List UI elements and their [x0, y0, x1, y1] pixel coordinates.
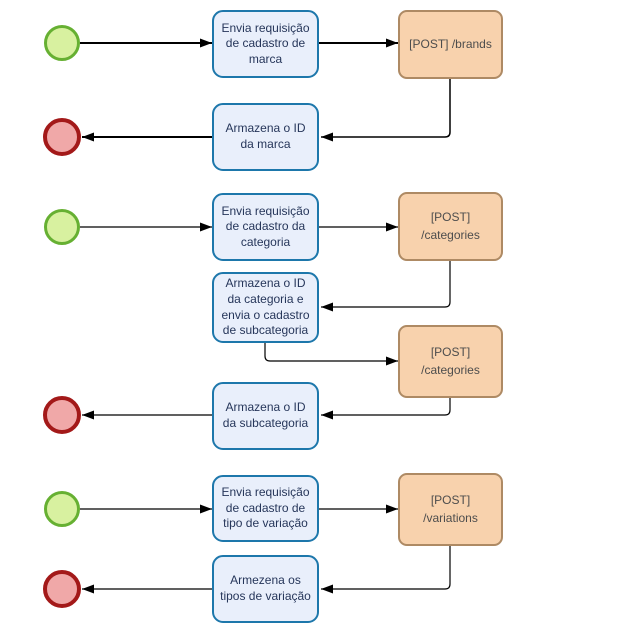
task-send-category-registration[interactable]: Envia requisição de cadastro da categori… — [212, 193, 319, 261]
task-store-category-id-send-subcategory[interactable]: Armazena o ID da categoria e envia o cad… — [212, 272, 319, 343]
task-store-brand-id[interactable]: Armazena o ID da marca — [212, 103, 319, 171]
task-send-brand-registration[interactable]: Envia requisição de cadastro de marca — [212, 10, 319, 78]
end-event-variation[interactable] — [43, 570, 81, 608]
task-store-subcategory-id[interactable]: Armazena o ID da subcategoria — [212, 382, 319, 450]
start-event-category[interactable] — [44, 209, 80, 245]
flow-post-subcategory-to-store-subcategory-id — [321, 398, 451, 420]
end-event-brand[interactable] — [43, 118, 81, 156]
api-post-brands[interactable]: [POST] /brands — [398, 10, 503, 79]
task-store-variation-types[interactable]: Armezena os tipos de variação — [212, 555, 319, 623]
flow-store-category-id-to-post-subcategory — [264, 343, 398, 366]
flow-post-brands-to-store-brand-id — [321, 79, 451, 142]
start-event-variation[interactable] — [44, 491, 80, 527]
flow-post-variations-to-store-variation-types — [321, 546, 451, 594]
task-send-variation-registration[interactable]: Envia requisição de cadastro de tipo de … — [212, 475, 319, 542]
api-post-categories-second[interactable]: [POST] /categories — [398, 325, 503, 398]
api-post-categories-first[interactable]: [POST] /categories — [398, 192, 503, 261]
start-event-brand[interactable] — [44, 25, 80, 61]
api-post-variations[interactable]: [POST] /variations — [398, 473, 503, 546]
flow-post-categories-to-store-category-id — [321, 261, 451, 312]
end-event-subcategory[interactable] — [43, 396, 81, 434]
